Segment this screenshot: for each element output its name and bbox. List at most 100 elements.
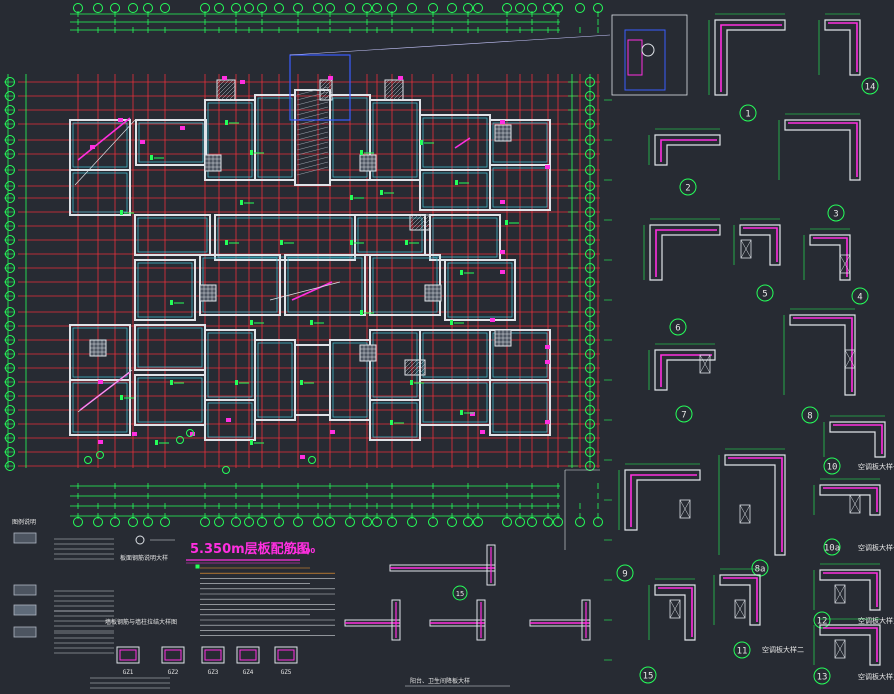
axis-bubble-top xyxy=(214,3,224,13)
detail-outline xyxy=(624,469,701,531)
section-b xyxy=(429,599,486,641)
box-outline xyxy=(669,599,681,619)
axis-bubble-top xyxy=(593,3,603,13)
slab-outline xyxy=(72,172,128,213)
annotation-bubble xyxy=(186,429,194,437)
detail-bubble xyxy=(616,564,634,582)
box-cross xyxy=(679,499,691,519)
detail-number: 14 xyxy=(865,83,876,93)
detail-box-mark xyxy=(699,354,711,374)
main-floor-plan xyxy=(4,3,611,527)
axis-bubble-right xyxy=(585,335,595,345)
detail-number: 15 xyxy=(643,672,654,682)
column-hatch xyxy=(404,359,426,376)
caption-ac-slab-2: 空调板大样二 xyxy=(762,645,804,654)
slab-outline xyxy=(207,402,253,438)
detail-8a xyxy=(718,448,786,556)
slab-outline xyxy=(217,217,353,258)
detail-number: 1 xyxy=(745,110,750,120)
detail-rebar xyxy=(655,229,717,277)
core-hatch xyxy=(296,146,329,156)
rebar-mark xyxy=(226,418,231,422)
box-cross xyxy=(669,599,681,619)
axis-bubble-bottom xyxy=(407,517,417,527)
rebar-mark xyxy=(500,200,505,204)
rebar-tag-symbol xyxy=(350,195,353,200)
axis-bubble-right xyxy=(585,349,595,359)
detail-rebar xyxy=(728,457,783,552)
general-notes xyxy=(195,564,335,636)
legend-swatch xyxy=(13,532,37,544)
detail-outline xyxy=(724,454,786,556)
slab-outline xyxy=(422,172,488,208)
detail-bubble-1: 1 xyxy=(739,104,757,122)
axis-bubble-right xyxy=(585,321,595,331)
wall-section xyxy=(486,544,496,586)
detail-outline xyxy=(784,119,861,181)
detail-box-mark xyxy=(839,254,851,274)
rebar-tag-symbol xyxy=(390,420,393,425)
wall-outline xyxy=(204,399,256,441)
hatch-line xyxy=(396,93,404,101)
box-outline xyxy=(844,349,856,369)
rebar-mark xyxy=(132,432,137,436)
slab-outline xyxy=(137,262,193,318)
rebar-marks xyxy=(77,76,550,459)
detail-bubble-14: 14 xyxy=(861,77,879,95)
column-rebar xyxy=(277,649,295,661)
axis-grid xyxy=(18,74,600,468)
detail-bubble-11: 11 xyxy=(733,641,751,659)
rebar-mark xyxy=(118,118,123,122)
detail-bubble xyxy=(733,641,751,659)
detail-box-mark xyxy=(669,599,681,619)
detail-bubble-5: 5 xyxy=(756,284,774,302)
box-cross xyxy=(834,639,846,659)
detail-number: 7 xyxy=(681,411,686,421)
shaft-grid xyxy=(359,344,377,362)
slab-outline xyxy=(447,262,513,318)
detail-rebar xyxy=(788,122,858,177)
column-label: GZ4 xyxy=(243,669,254,676)
wall-outline xyxy=(69,119,131,171)
rebar-mark xyxy=(330,430,335,434)
rebar-tag-symbol xyxy=(360,150,363,155)
wall-outline xyxy=(254,94,296,181)
rebar-line xyxy=(291,281,333,301)
axis-bubble-top xyxy=(73,3,83,13)
detail-bubble-15r: 15 xyxy=(639,666,657,684)
detail-rebar xyxy=(660,139,717,162)
wall-outline xyxy=(135,119,207,166)
detail-bubble-15 xyxy=(452,585,468,601)
slab-outline xyxy=(372,102,418,178)
rebar-tag-symbol xyxy=(310,320,313,325)
axis-bubble-right xyxy=(585,419,595,429)
legend-heading: 图例说明 xyxy=(12,518,36,526)
detail-rebar xyxy=(823,572,878,607)
box-cross xyxy=(839,254,851,274)
axis-bubble-bottom xyxy=(274,517,284,527)
axis-bubble-top xyxy=(244,3,254,13)
detail-number: 10 xyxy=(827,463,838,473)
hatch-line xyxy=(319,79,333,93)
shaft-grid xyxy=(199,284,217,302)
box-outline xyxy=(740,239,752,259)
detail-bubble-6: 6 xyxy=(669,318,687,336)
axis-bubble-right xyxy=(585,235,595,245)
caption-ac-slab-3b: 空调板大样三 xyxy=(858,672,894,681)
wall-outline xyxy=(489,379,551,436)
slab-outline xyxy=(72,327,128,378)
detail-number: 10a xyxy=(824,544,840,554)
core-hatch xyxy=(296,141,329,151)
core-hatch xyxy=(296,151,329,161)
detail-number: 12 xyxy=(817,617,828,627)
axis-bubble-right xyxy=(585,207,595,217)
axis-bubble-top xyxy=(93,3,103,13)
wall-outline xyxy=(69,379,131,436)
hatch-line xyxy=(404,359,410,365)
rebar-tag-symbol xyxy=(350,240,353,245)
slab-outline xyxy=(372,332,418,398)
wall-outline xyxy=(134,259,196,321)
rebar-mark xyxy=(90,145,95,149)
box-cross xyxy=(699,354,711,374)
